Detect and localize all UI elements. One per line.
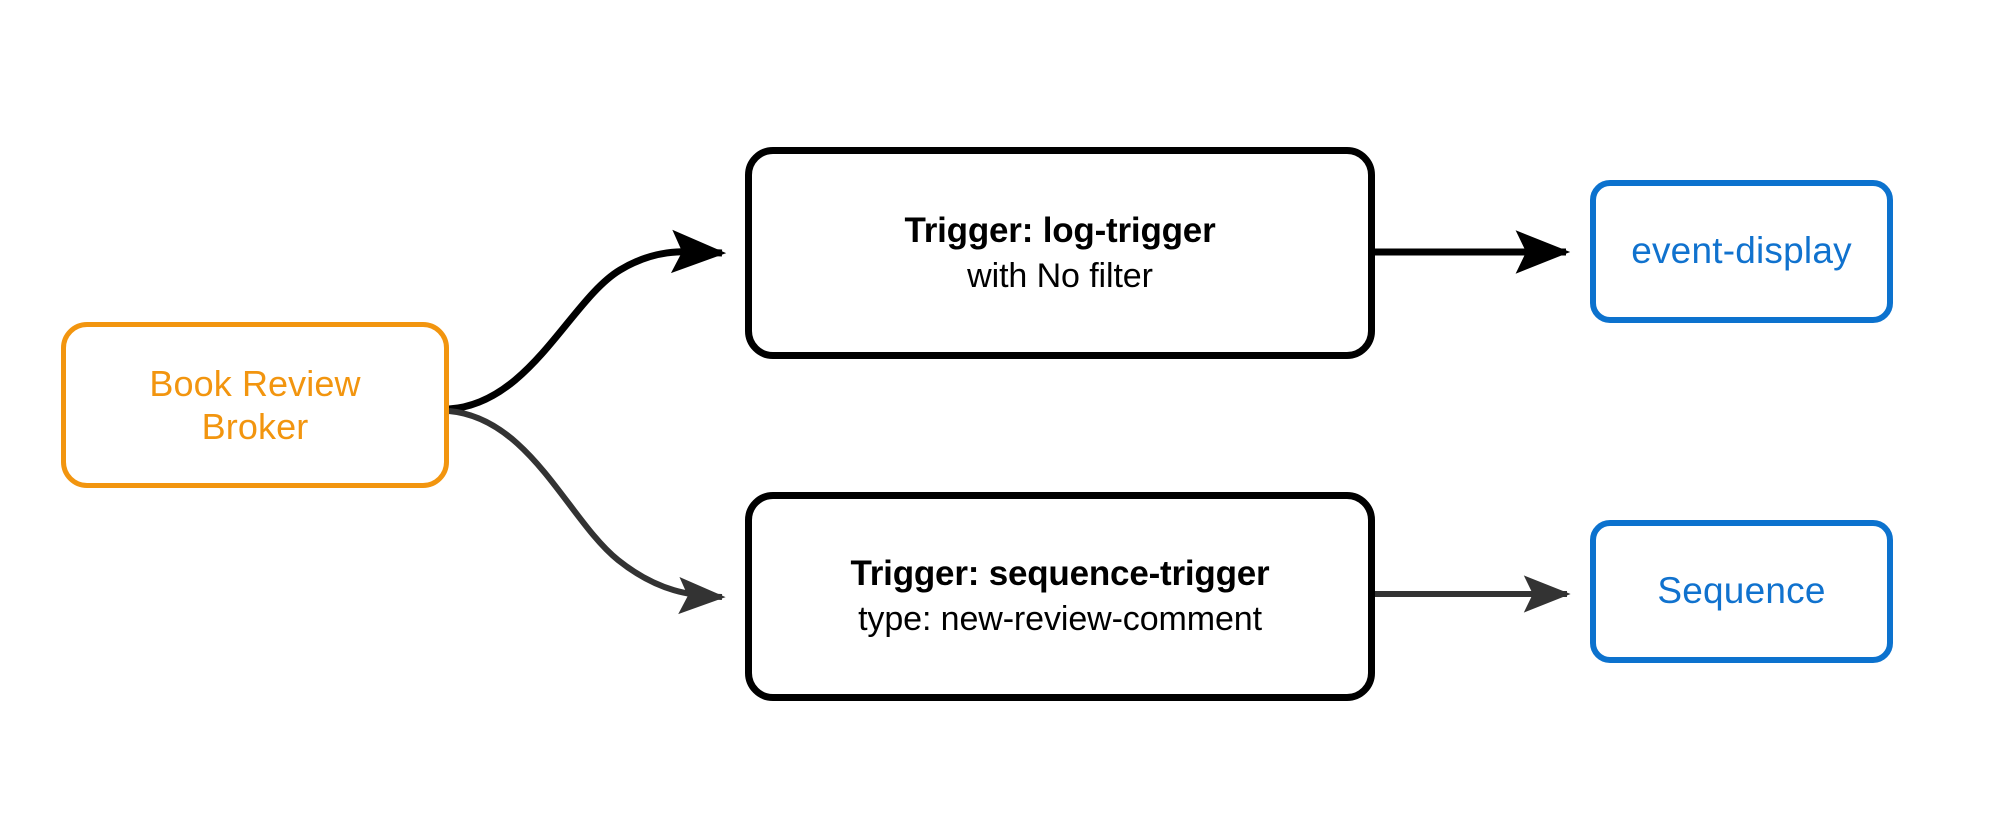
event-display-label: event-display bbox=[1631, 230, 1852, 272]
log-trigger-subtitle: with No filter bbox=[967, 256, 1153, 295]
node-sequence-sink[interactable]: Sequence bbox=[1590, 520, 1893, 663]
node-sequence-trigger[interactable]: Trigger: sequence-trigger type: new-revi… bbox=[745, 492, 1375, 701]
edge-broker-to-sequence-trigger bbox=[448, 408, 726, 615]
broker-label-line2: Broker bbox=[201, 406, 309, 447]
node-log-trigger[interactable]: Trigger: log-trigger with No filter bbox=[745, 147, 1375, 359]
node-event-display[interactable]: event-display bbox=[1590, 180, 1893, 323]
edge-broker-to-log-trigger bbox=[448, 229, 727, 413]
sequence-sink-label: Sequence bbox=[1657, 570, 1826, 612]
node-book-review-broker[interactable]: Book Review Broker bbox=[61, 322, 449, 488]
sequence-trigger-subtitle: type: new-review-comment bbox=[858, 600, 1262, 639]
log-trigger-title: Trigger: log-trigger bbox=[904, 210, 1216, 250]
broker-label-line1: Book Review bbox=[149, 362, 361, 404]
sequence-trigger-title: Trigger: sequence-trigger bbox=[850, 554, 1270, 594]
